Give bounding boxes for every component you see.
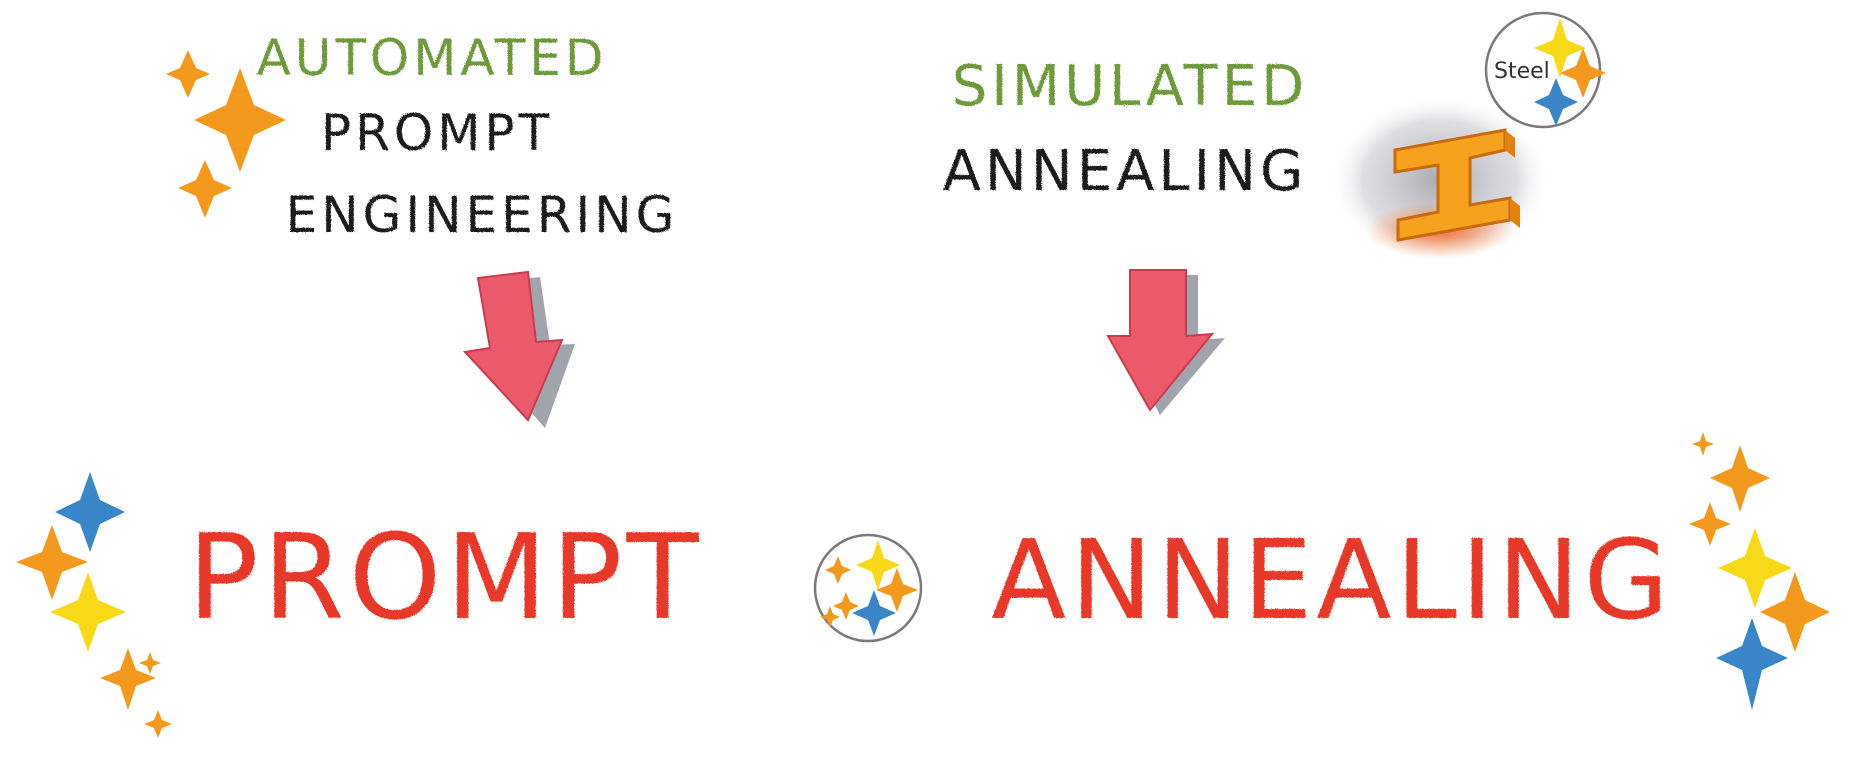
sparkle-icon bbox=[194, 68, 286, 172]
sparkle-icon bbox=[852, 590, 896, 636]
output-word-1: PROMPT bbox=[187, 508, 702, 646]
ape-line-1: AUTOMATED bbox=[257, 29, 608, 87]
sparkle-icon bbox=[1718, 528, 1792, 608]
sparkle-icon bbox=[166, 50, 210, 98]
ape-line-3: ENGINEERING bbox=[286, 186, 679, 244]
output-left-sparkles bbox=[16, 472, 172, 738]
sparkle-icon bbox=[50, 572, 126, 652]
sa-line-2: ANNEALING bbox=[943, 139, 1308, 204]
sparkle-icon bbox=[55, 472, 125, 552]
sparkle-icon bbox=[1716, 618, 1788, 710]
steelmark-label: Steel bbox=[1494, 59, 1550, 84]
ape-block: AUTOMATED PROMPT ENGINEERING bbox=[166, 29, 679, 244]
steel-beam-icon bbox=[1330, 95, 1550, 265]
output-word-2: ANNEALING bbox=[991, 516, 1673, 644]
sparkle-icon bbox=[16, 525, 88, 600]
sparkle-icon bbox=[1534, 78, 1578, 126]
sparkle-icon bbox=[1560, 48, 1606, 98]
sparkle-icon bbox=[100, 648, 156, 710]
sparkle-icon bbox=[825, 556, 851, 584]
steelmark-logo: Steel bbox=[1484, 11, 1606, 129]
sparkle-icon bbox=[1760, 572, 1830, 652]
sparkle-icon bbox=[1692, 432, 1714, 456]
steelmark-logo bbox=[813, 533, 923, 643]
sparkle-icon bbox=[856, 540, 900, 590]
output-block: PROMPT ANNEALING bbox=[16, 432, 1830, 738]
sparkle-icon bbox=[1710, 445, 1770, 512]
sa-block: SIMULATED ANNEALING Steel bbox=[943, 11, 1606, 265]
output-right-sparkles bbox=[1689, 432, 1830, 710]
sparkle-icon bbox=[820, 606, 840, 628]
sparkle-icon bbox=[876, 568, 918, 612]
sparkle-icon bbox=[1534, 18, 1586, 78]
sparkle-icon bbox=[139, 652, 161, 674]
ape-sparkles bbox=[166, 50, 286, 218]
ape-line-2: PROMPT bbox=[321, 104, 553, 162]
sparkle-icon bbox=[833, 592, 859, 620]
down-arrow-icon bbox=[462, 270, 575, 428]
sparkle-icon bbox=[178, 160, 232, 218]
sparkle-icon bbox=[144, 710, 172, 738]
sparkle-icon bbox=[1689, 502, 1731, 546]
sa-line-1: SIMULATED bbox=[952, 54, 1309, 119]
down-arrow-icon bbox=[1106, 269, 1225, 415]
